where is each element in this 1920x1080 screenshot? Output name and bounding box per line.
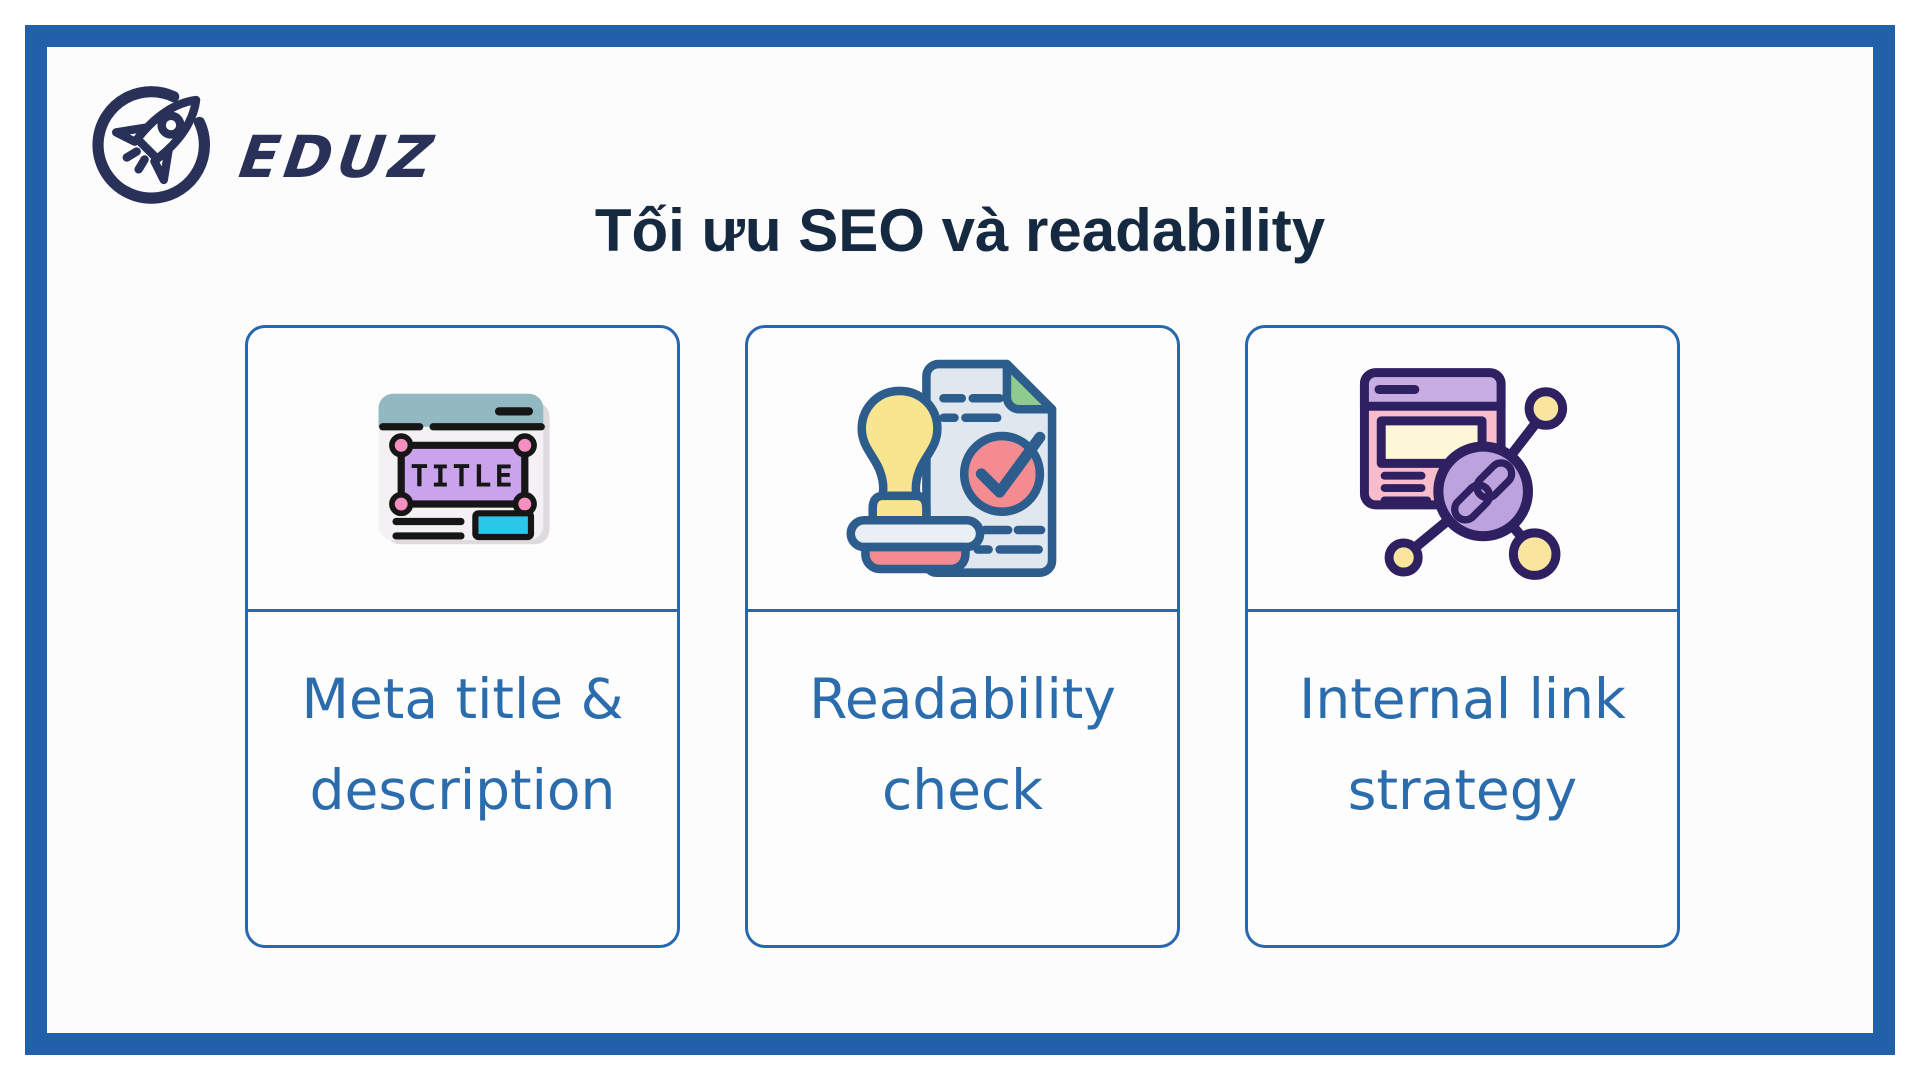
brand-logo: EDUZ <box>84 74 442 214</box>
cards-row: TITLE Meta title & description <box>245 325 1680 948</box>
internal-link-network-icon <box>1359 367 1567 580</box>
rocket-circle-icon <box>92 86 211 204</box>
card-label-line: strategy <box>1347 757 1578 822</box>
card-icon-area <box>748 328 1177 612</box>
meta-title-browser-icon: TITLE <box>378 393 550 544</box>
stamp-document-check-icon <box>845 359 1056 577</box>
card-label-line: Meta title & <box>301 667 624 731</box>
card-internal-link: Internal link strategy <box>1245 325 1680 948</box>
icon-title-text: TITLE <box>410 459 515 494</box>
card-label: Meta title & description <box>248 612 677 945</box>
card-label: Internal link strategy <box>1248 612 1677 945</box>
card-label-line: check <box>881 757 1044 822</box>
card-icon-area: TITLE <box>248 328 677 612</box>
brand-name: EDUZ <box>235 123 442 191</box>
card-label-line: description <box>309 757 616 822</box>
card-readability: Readability check <box>745 325 1180 948</box>
page-title: Tối ưu SEO và readability <box>594 197 1326 264</box>
card-label-line: Readability <box>809 667 1116 731</box>
card-label-line: Internal link <box>1299 667 1626 731</box>
card-label: Readability check <box>748 612 1177 945</box>
card-icon-area <box>1248 328 1677 612</box>
card-meta-title: TITLE Meta title & description <box>245 325 680 948</box>
